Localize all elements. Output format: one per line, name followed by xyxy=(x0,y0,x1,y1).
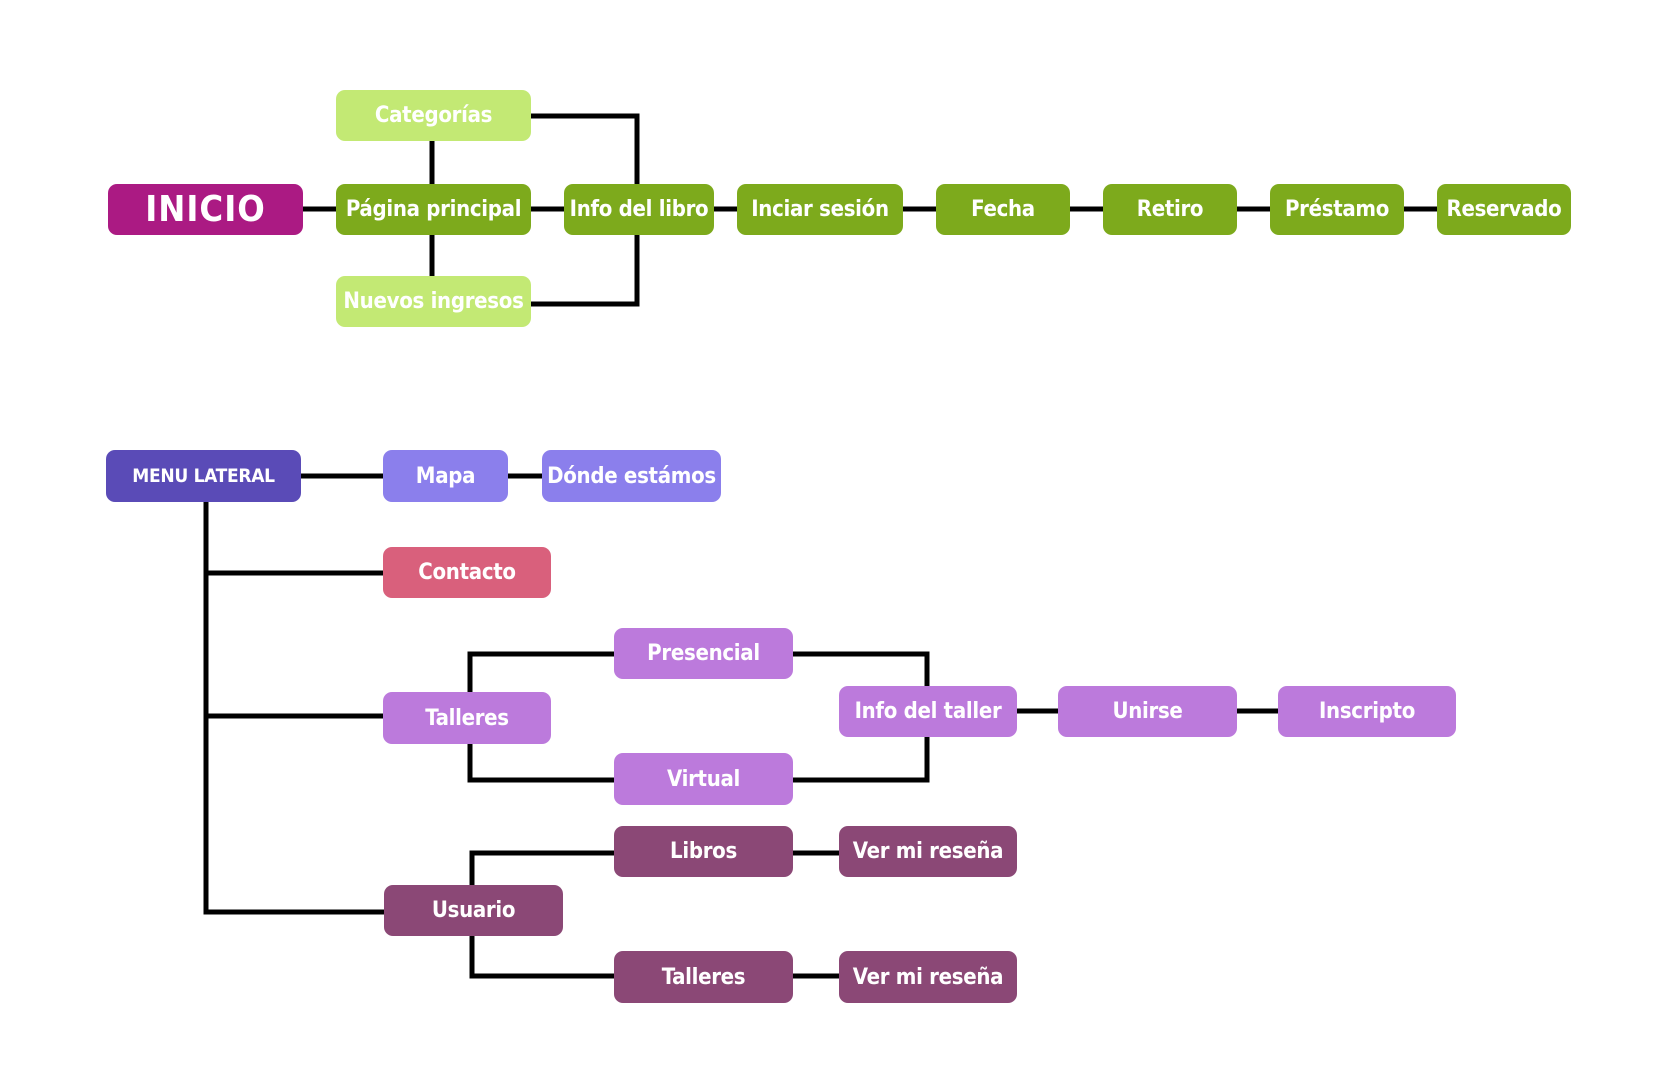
node-talleres-resena[interactable]: Ver mi reseña xyxy=(839,951,1017,1003)
link-categorias-info xyxy=(531,113,640,184)
node-talleres[interactable]: Talleres xyxy=(383,692,551,744)
link-talleres-presencial xyxy=(467,651,614,692)
link-virtual-info xyxy=(793,737,930,783)
link-nuevos-info xyxy=(531,234,640,307)
link-usuario-talleres xyxy=(469,936,614,979)
node-info-taller[interactable]: Info del taller xyxy=(839,686,1017,737)
node-reservado[interactable]: Reservado xyxy=(1437,184,1571,235)
node-menu-lateral[interactable]: MENU LATERAL xyxy=(106,450,301,502)
node-fecha[interactable]: Fecha xyxy=(936,184,1070,235)
node-nuevos-ingresos[interactable]: Nuevos ingresos xyxy=(336,276,531,327)
link-talleres-virtual xyxy=(467,744,614,783)
node-contacto[interactable]: Contacto xyxy=(383,547,551,598)
node-info-libro[interactable]: Info del libro xyxy=(564,184,714,235)
node-prestamo[interactable]: Préstamo xyxy=(1270,184,1404,235)
node-unirse[interactable]: Unirse xyxy=(1058,686,1237,737)
node-donde-estamos[interactable]: Dónde estámos xyxy=(542,450,721,502)
node-libros[interactable]: Libros xyxy=(614,826,793,877)
node-presencial[interactable]: Presencial xyxy=(614,628,793,679)
node-usuario[interactable]: Usuario xyxy=(384,885,563,936)
node-iniciar-sesion[interactable]: Inciar sesión xyxy=(737,184,903,235)
link-menu-trunk xyxy=(203,502,384,915)
node-mapa[interactable]: Mapa xyxy=(383,450,508,502)
node-inicio[interactable]: INICIO xyxy=(108,184,303,235)
node-categorias[interactable]: Categorías xyxy=(336,90,531,141)
node-pagina-principal[interactable]: Página principal xyxy=(336,184,531,235)
link-presencial-info xyxy=(793,651,930,686)
node-usuario-talleres[interactable]: Talleres xyxy=(614,951,793,1003)
node-virtual[interactable]: Virtual xyxy=(614,753,793,805)
link-usuario-libros xyxy=(469,850,614,885)
node-libros-resena[interactable]: Ver mi reseña xyxy=(839,826,1017,877)
node-inscripto[interactable]: Inscripto xyxy=(1278,686,1456,737)
node-retiro[interactable]: Retiro xyxy=(1103,184,1237,235)
